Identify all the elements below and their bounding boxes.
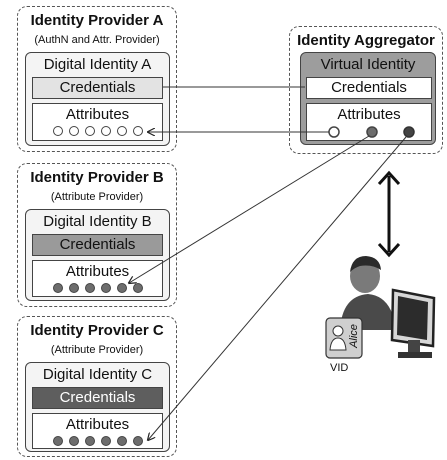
attribute-dots-a bbox=[33, 126, 162, 136]
attribute-dot bbox=[116, 436, 127, 446]
virtual-identity-title: Virtual Identity bbox=[320, 56, 416, 73]
virtual-identity: Virtual Identity Credentials Attributes bbox=[300, 52, 436, 145]
identity-provider-a-subtitle: (AuthN and Attr. Provider) bbox=[34, 34, 160, 46]
attribute-dot bbox=[84, 436, 95, 446]
attributes-box-b: Attributes bbox=[32, 260, 163, 297]
attribute-dot bbox=[100, 126, 111, 136]
attribute-dot bbox=[132, 283, 143, 293]
digital-identity-a-title: Digital Identity A bbox=[43, 56, 152, 73]
identity-provider-c: Identity Provider C (Attribute Provider)… bbox=[17, 316, 177, 457]
identity-provider-b: Identity Provider B (Attribute Provider)… bbox=[17, 163, 177, 307]
credentials-bar-c: Credentials bbox=[32, 387, 163, 409]
vid-card-name: Alice bbox=[348, 324, 360, 348]
digital-identity-c-title: Digital Identity C bbox=[42, 366, 153, 383]
double-arrow-icon bbox=[377, 170, 401, 258]
attribute-link-c bbox=[148, 136, 407, 440]
attribute-dot bbox=[52, 126, 63, 136]
attribute-dot bbox=[132, 126, 143, 136]
identity-provider-a: Identity Provider A (AuthN and Attr. Pro… bbox=[17, 6, 177, 152]
attribute-dot bbox=[84, 126, 95, 136]
credentials-bar-a: Credentials bbox=[32, 77, 163, 99]
user-icon bbox=[340, 256, 396, 330]
identity-provider-a-title: Identity Provider A bbox=[30, 12, 164, 29]
attribute-dot bbox=[116, 126, 127, 136]
attribute-dot bbox=[52, 283, 63, 293]
identity-aggregator-title: Identity Aggregator bbox=[297, 32, 435, 49]
attribute-dot bbox=[116, 283, 127, 293]
attribute-dot bbox=[100, 283, 111, 293]
digital-identity-b-title: Digital Identity B bbox=[43, 213, 152, 230]
attribute-dot bbox=[100, 436, 111, 446]
attributes-box-c: Attributes bbox=[32, 413, 163, 449]
attributes-label-b: Attributes bbox=[65, 263, 130, 280]
digital-identity-c: Digital Identity C Credentials Attribute… bbox=[25, 362, 170, 452]
identity-aggregator: Identity Aggregator Virtual Identity Cre… bbox=[289, 26, 443, 154]
attribute-dots-b bbox=[33, 283, 162, 293]
digital-identity-b: Digital Identity B Credentials Attribute… bbox=[25, 209, 170, 301]
attribute-dot bbox=[68, 126, 79, 136]
attributes-label-a: Attributes bbox=[65, 106, 130, 123]
attributes-label-c: Attributes bbox=[65, 416, 130, 433]
attribute-dot bbox=[68, 436, 79, 446]
attributes-box-aggregator: Attributes bbox=[306, 103, 432, 141]
attribute-dot bbox=[84, 283, 95, 293]
attribute-dot bbox=[132, 436, 143, 446]
identity-provider-c-title: Identity Provider C bbox=[30, 322, 164, 339]
attribute-dots-c bbox=[33, 436, 162, 446]
identity-provider-b-subtitle: (Attribute Provider) bbox=[50, 191, 144, 203]
attribute-dot bbox=[68, 283, 79, 293]
attributes-label-aggregator: Attributes bbox=[337, 106, 401, 123]
vid-label: VID bbox=[330, 362, 349, 374]
attribute-dot bbox=[52, 436, 63, 446]
attributes-box-a: Attributes bbox=[32, 103, 163, 141]
credentials-bar-b: Credentials bbox=[32, 234, 163, 256]
credentials-bar-aggregator: Credentials bbox=[306, 77, 432, 99]
computer-monitor-icon bbox=[390, 288, 436, 358]
identity-provider-c-subtitle: (Attribute Provider) bbox=[50, 344, 144, 356]
identity-provider-b-title: Identity Provider B bbox=[30, 169, 164, 186]
digital-identity-a: Digital Identity A Credentials Attribute… bbox=[25, 52, 170, 146]
